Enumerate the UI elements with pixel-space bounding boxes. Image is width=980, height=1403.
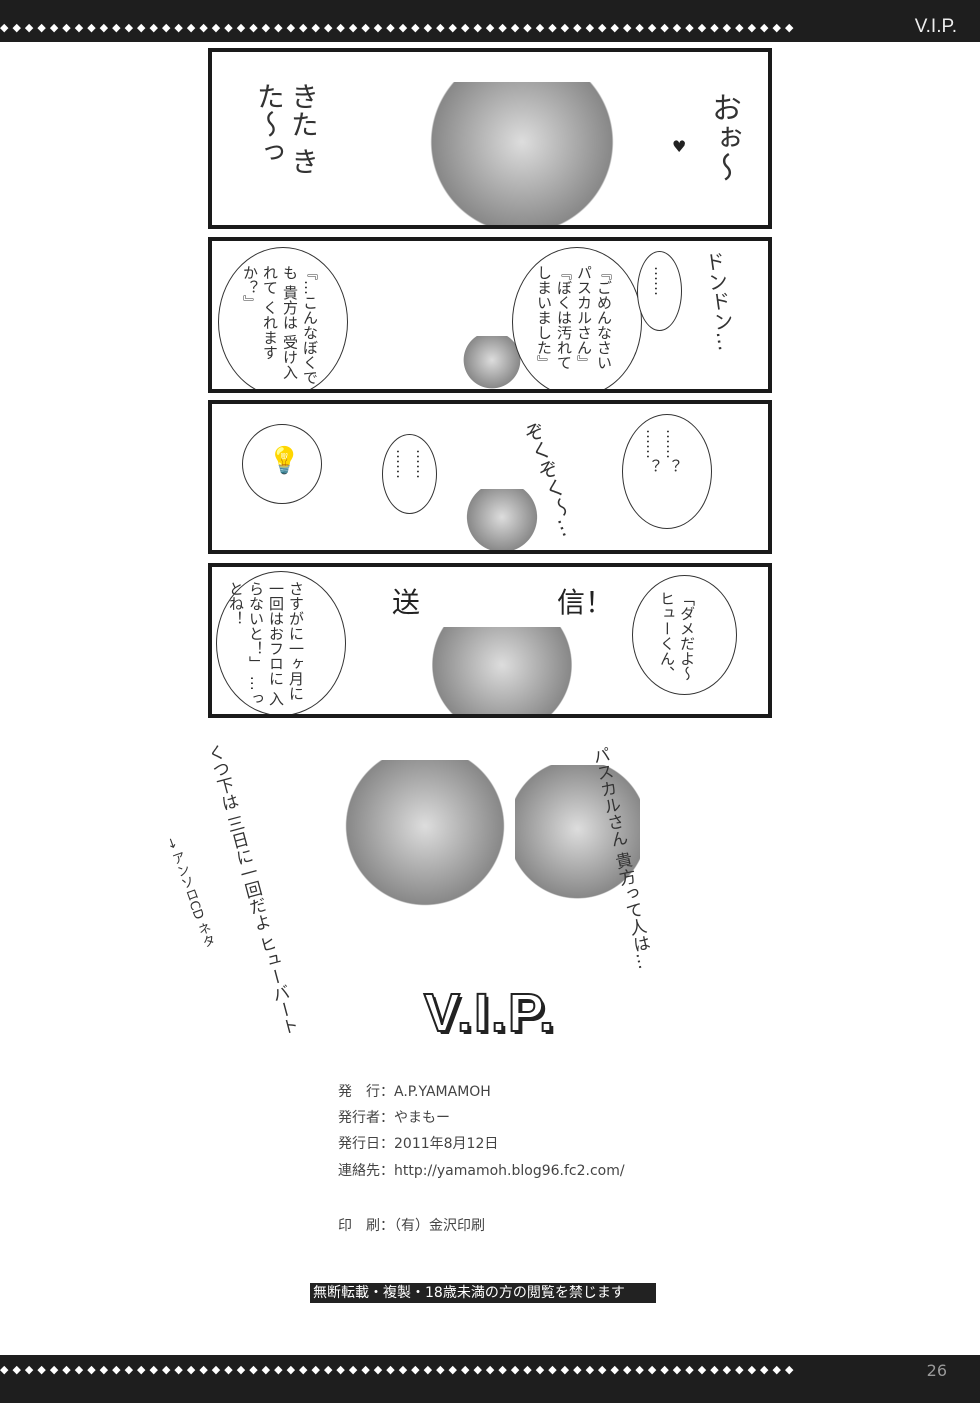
comic-panel-1: きた きた〜っ おぉ〜 ♥ (208, 48, 772, 229)
footer-band: ◆◆◆◆◆◆◆◆◆◆◆◆◆◆◆◆◆◆◆◆◆◆◆◆◆◆◆◆◆◆◆◆◆◆◆◆◆◆◆◆… (0, 1355, 980, 1403)
colophon-date: 発行日：2011年8月12日 (338, 1136, 499, 1152)
colophon-printer: 印 刷：（有）金沢印刷 (338, 1218, 485, 1234)
speech-bubble (216, 571, 346, 714)
page-number: 26 (923, 1361, 950, 1380)
book-title: V.I.P. (423, 982, 557, 1044)
speech-bubble (622, 414, 712, 529)
character-art-hubert (515, 765, 640, 925)
header-band: ◆◆◆◆◆◆◆◆◆◆◆◆◆◆◆◆◆◆◆◆◆◆◆◆◆◆◆◆◆◆◆◆◆◆◆◆◆◆◆◆… (0, 0, 980, 42)
handwritten-note: → アンソロCD ネタ (162, 835, 217, 951)
speech-text: …… …… (393, 449, 431, 479)
copyright-warning: 無断転載・複製・18歳未満の方の閲覧を禁じます (310, 1283, 656, 1303)
speech-text: 『…こんなぼくでも 貴方は 受け入れて くれますか？』 (241, 265, 319, 385)
colophon-issuer: 発行者：やまもー (338, 1110, 450, 1126)
speech-bubble (382, 434, 437, 514)
speech-text: さすがに一ヶ月に 一回はおフロに 入らないと！」 …っとね！ (227, 581, 305, 706)
speech-bubble (242, 424, 322, 504)
speech-bubble (512, 247, 642, 389)
speech-text: 『ごめんなさい パスカルさん』『ぼくは汚れて しまいました』 (535, 265, 613, 370)
sound-effect-left: 送 (392, 586, 421, 619)
comic-panel-2: 『…こんなぼくでも 貴方は 受け入れて くれますか？』 『ごめんなさい パスカル… (208, 237, 772, 393)
sound-effect-right: 信！ (557, 586, 614, 619)
character-art (402, 82, 642, 225)
comic-panel-3: 💡 …… …… ぞくぞく〜… ……？ ……？ (208, 400, 772, 554)
speech-bubble (218, 247, 348, 389)
speech-text: …… (651, 266, 669, 296)
panel-text-oo: おぉ〜 (706, 92, 741, 182)
header-title: V.I.P. (911, 16, 960, 38)
speech-text: 「ダメだよ〜 ヒューくん、 (658, 591, 696, 681)
lightbulb-icon: 💡 (268, 446, 301, 476)
character-art (462, 489, 542, 550)
panel-text-kita: きた きた〜っ (253, 82, 320, 175)
speech-bubble (632, 575, 737, 695)
colophon-contact: 連絡先：http://yamamoh.blog96.fc2.com/ (338, 1163, 625, 1179)
diamond-row: ◆◆◆◆◆◆◆◆◆◆◆◆◆◆◆◆◆◆◆◆◆◆◆◆◆◆◆◆◆◆◆◆◆◆◆◆◆◆◆◆… (0, 1363, 798, 1376)
heart-icon: ♥ (672, 137, 687, 156)
thought-bubble (637, 251, 682, 331)
comic-panel-4: さすがに一ヶ月に 一回はおフロに 入らないと！」 …っとね！ 送 信！ 「ダメだ… (208, 563, 772, 718)
character-art (402, 627, 602, 714)
diamond-row: ◆◆◆◆◆◆◆◆◆◆◆◆◆◆◆◆◆◆◆◆◆◆◆◆◆◆◆◆◆◆◆◆◆◆◆◆◆◆◆◆… (0, 21, 798, 34)
sound-effect: ドンドン… (700, 250, 739, 353)
colophon-publisher: 発 行：A.P.YAMAMOH (338, 1084, 491, 1100)
character-art (462, 336, 522, 389)
speech-text: ……？ ……？ (643, 429, 681, 474)
character-art-pascal (340, 760, 510, 925)
